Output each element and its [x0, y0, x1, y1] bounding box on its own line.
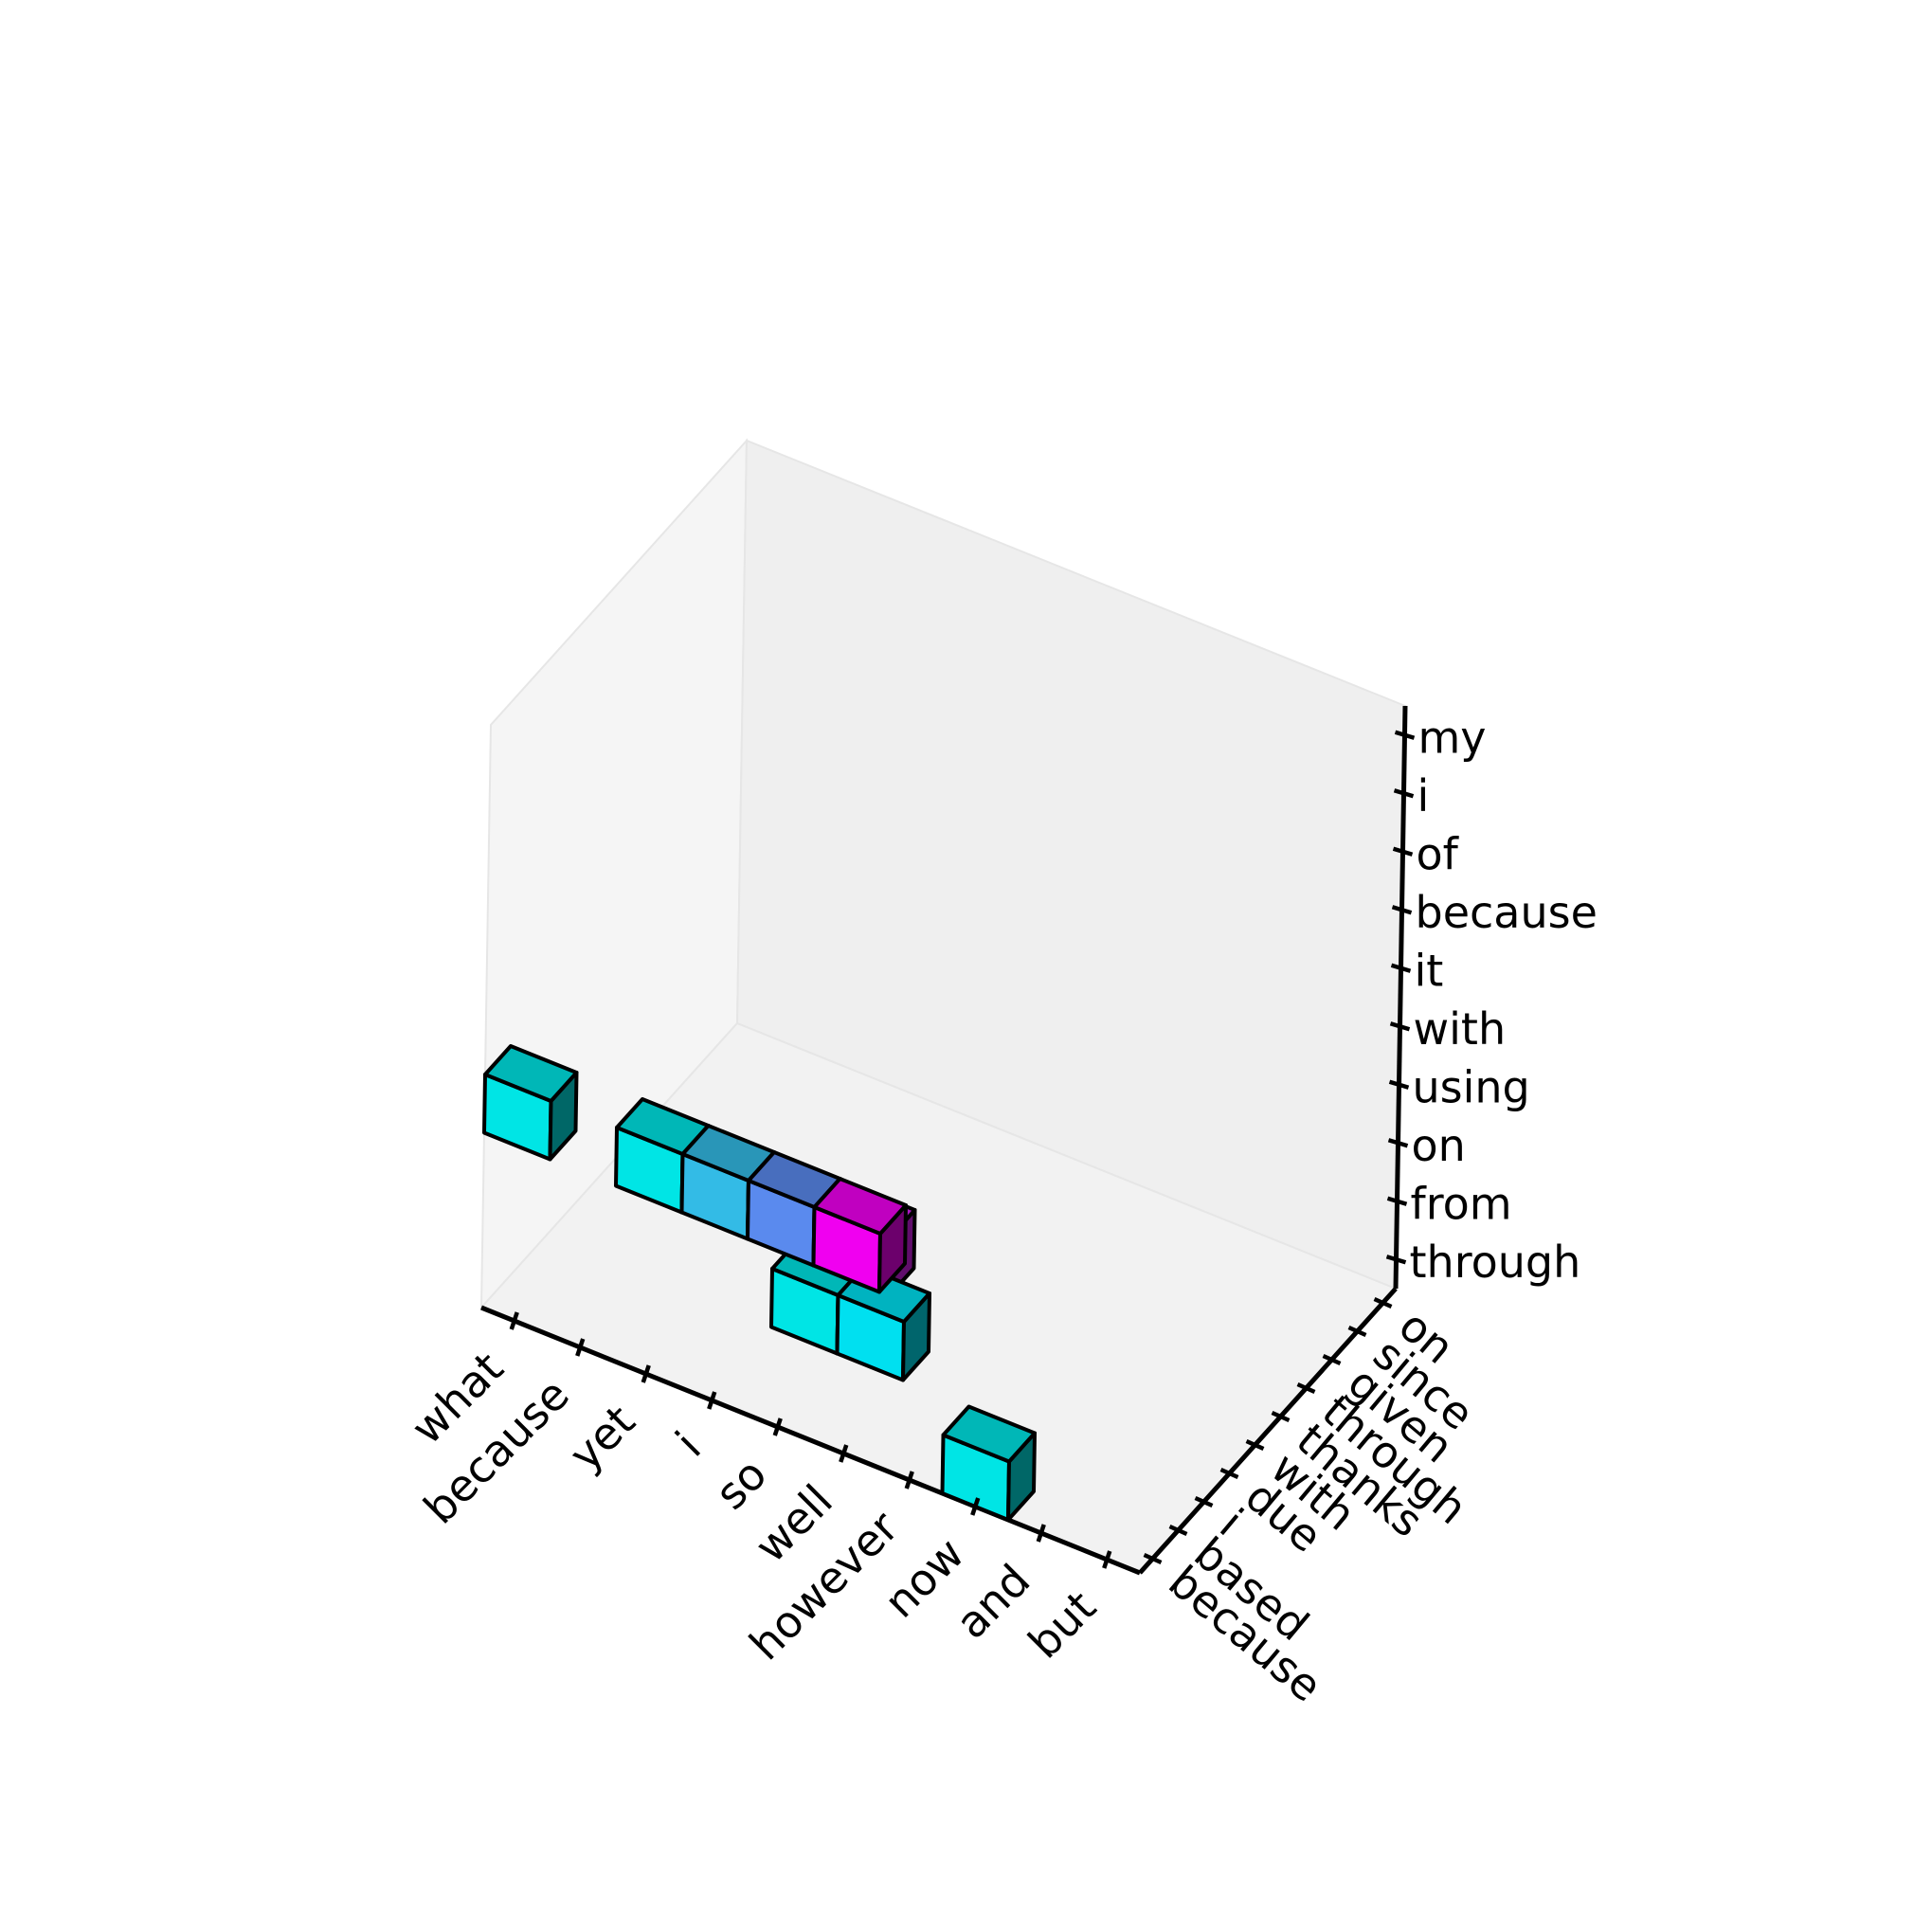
y-tick	[1322, 1353, 1342, 1366]
z-tick	[1390, 963, 1412, 973]
z-tick	[1388, 1079, 1410, 1090]
voxel-bars	[482, 1044, 1037, 1522]
z-tick	[1389, 1021, 1411, 1032]
voxel-what-because-using	[482, 1044, 579, 1162]
x-tick-label: so	[705, 1448, 776, 1519]
y-tick	[1271, 1410, 1291, 1423]
x-tick	[707, 1391, 717, 1410]
voxel-face-top	[941, 1404, 1037, 1464]
z-tick	[1392, 846, 1414, 857]
x-tick	[772, 1417, 783, 1436]
y-tick	[1296, 1381, 1316, 1395]
z-tick	[1385, 1255, 1407, 1265]
x-tick	[641, 1364, 651, 1383]
z-tick-label: it	[1415, 945, 1444, 996]
x-tick	[509, 1311, 519, 1330]
z-tick	[1391, 905, 1413, 915]
voxel-well-because-using	[811, 1177, 908, 1294]
x-tick-label: i	[666, 1421, 711, 1466]
x-axis-line	[480, 1305, 1141, 1576]
axes-lines	[480, 705, 1408, 1576]
x-tick	[839, 1444, 849, 1463]
y-tick	[1245, 1438, 1265, 1452]
z-tick-label: i	[1417, 770, 1430, 822]
z-tick	[1387, 1138, 1409, 1148]
voxel-face-top	[812, 1177, 908, 1236]
z-tick-label: my	[1418, 712, 1487, 763]
x-tick	[904, 1471, 914, 1490]
z-axis-line	[1393, 705, 1408, 1290]
z-tick-label: because	[1416, 887, 1598, 938]
z-tick	[1386, 1196, 1408, 1206]
z-tick-label: from	[1411, 1178, 1512, 1229]
z-tick	[1393, 788, 1415, 799]
y-tick	[1168, 1524, 1188, 1537]
voxel-well-based-from	[835, 1265, 931, 1382]
y-tick	[1347, 1325, 1367, 1338]
x-tick	[1102, 1550, 1112, 1569]
z-tick-label: using	[1413, 1061, 1530, 1112]
y-tick	[1194, 1495, 1214, 1508]
z-tick-label: through	[1410, 1237, 1581, 1288]
x-tick	[575, 1338, 586, 1357]
z-tick-label: on	[1412, 1120, 1466, 1171]
z-tick-label: of	[1417, 828, 1460, 879]
x-tick	[1036, 1524, 1046, 1543]
x-tick	[970, 1497, 981, 1516]
voxel-now-because-through	[940, 1404, 1037, 1522]
z-tick	[1394, 730, 1416, 740]
y-tick	[1373, 1296, 1393, 1309]
z-tick-label: with	[1414, 1003, 1507, 1055]
voxel-face-top	[483, 1044, 579, 1103]
y-axis-line	[1138, 1287, 1398, 1575]
axes-panes	[479, 438, 1407, 1575]
y-tick	[1219, 1467, 1239, 1480]
y-tick	[1143, 1552, 1163, 1565]
